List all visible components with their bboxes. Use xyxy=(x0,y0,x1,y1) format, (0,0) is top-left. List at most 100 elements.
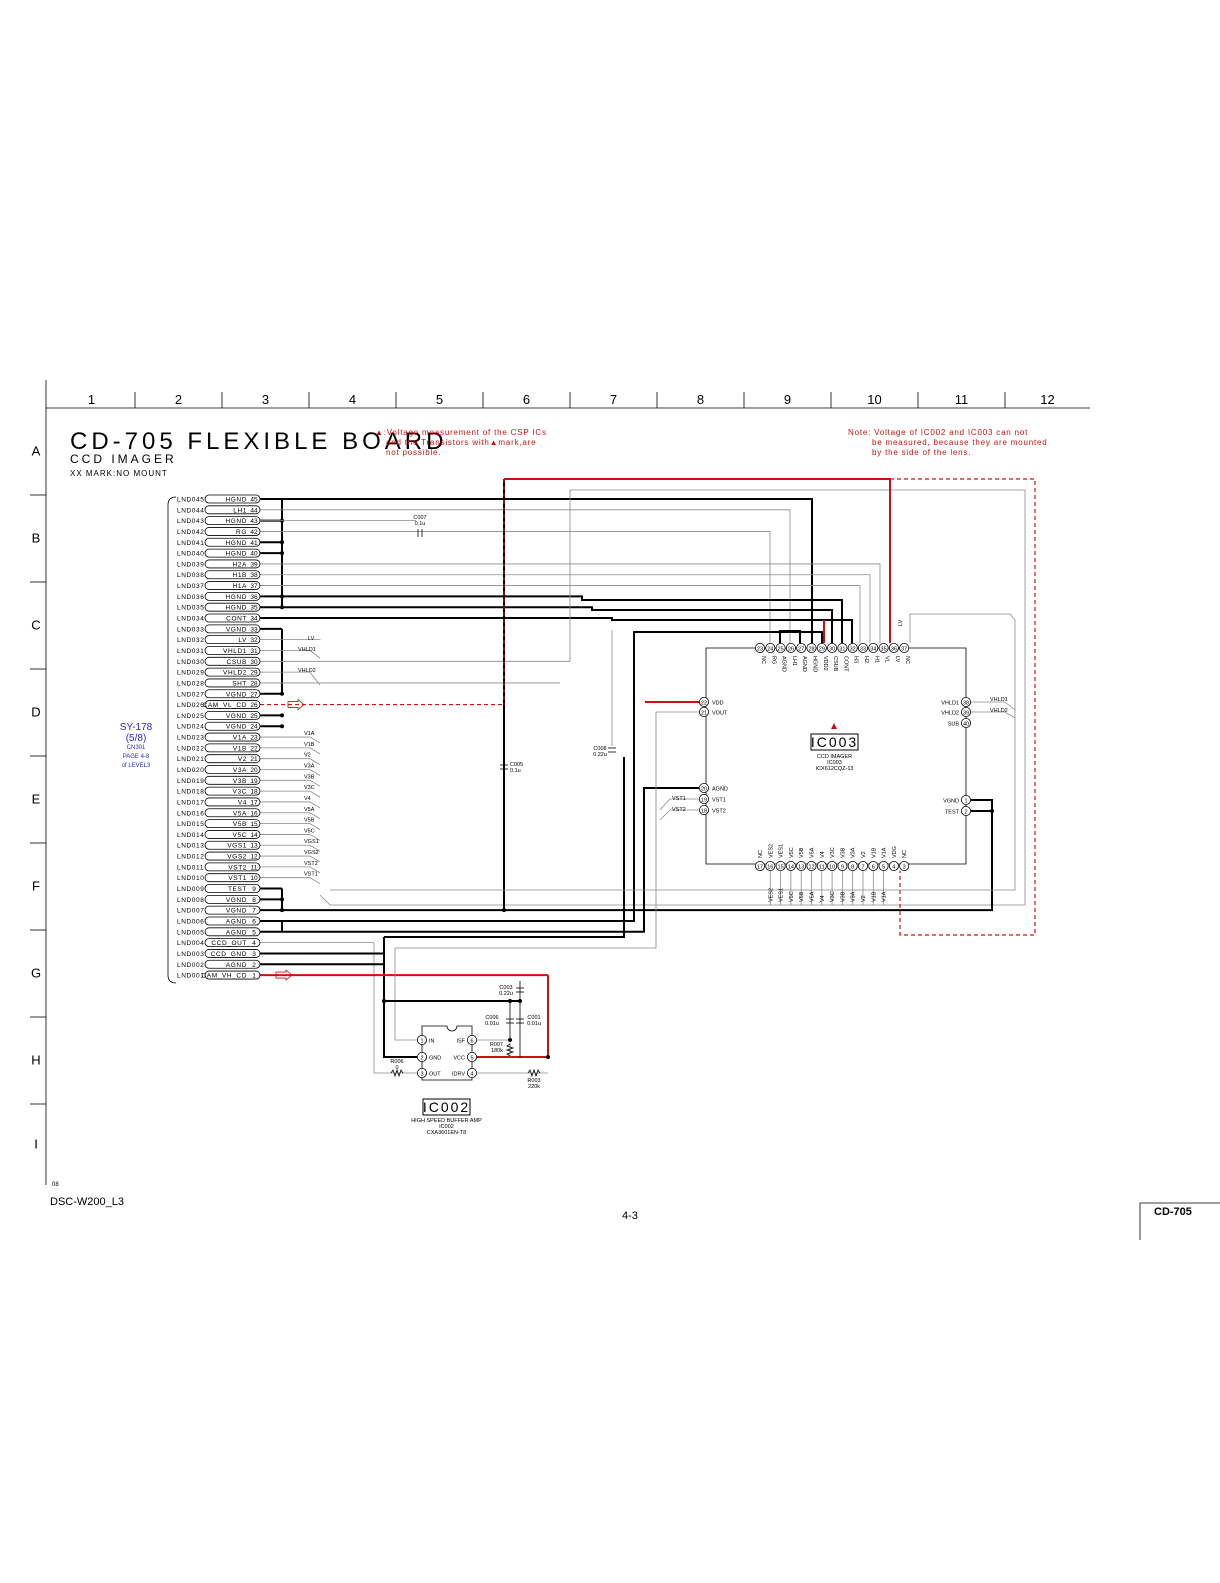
wire-hgnd-b xyxy=(282,595,843,643)
ic003-bottom-net: V5B xyxy=(799,891,805,902)
ic003-pin xyxy=(755,861,766,872)
connector-land-label: LND019 xyxy=(177,778,204,785)
ic003-bottom-net: V2 xyxy=(861,895,867,902)
connector-pin-number: 12 xyxy=(250,854,258,861)
connector-pin-name: SHT xyxy=(232,680,247,687)
ic003-pin xyxy=(755,643,766,654)
connector-pin-number: 35 xyxy=(250,605,258,612)
connector-pin-name: V3C xyxy=(233,789,247,796)
connector-pin-name: V3A xyxy=(233,767,247,774)
ic003-pin-name: NC xyxy=(758,850,764,858)
ic003-bottom-net: V5A xyxy=(810,891,816,902)
ic003-pin xyxy=(765,861,776,872)
connector-pin-body xyxy=(204,537,261,547)
column-label: 10 xyxy=(867,392,881,407)
connector-pin-number: 37 xyxy=(250,583,258,590)
connector-pin-number: 30 xyxy=(250,659,258,666)
connector-land-label: LND043 xyxy=(177,518,204,525)
wire-vclk xyxy=(260,801,321,809)
connector-pin-name: VGND xyxy=(226,908,247,915)
connector-pin-name: V4 xyxy=(238,799,247,806)
ic003-pin xyxy=(699,707,710,718)
warning-line: not possible. xyxy=(386,448,442,457)
row-label: H xyxy=(31,1053,40,1068)
ic003-pin-name: V1A xyxy=(882,847,888,858)
connector-pin-number: 9 xyxy=(252,886,256,893)
connector-pin-number: 39 xyxy=(250,561,258,568)
net-label-vclk: V5B xyxy=(304,818,315,824)
connector-land-label: LND035 xyxy=(177,605,204,612)
connector-land-label: LND044 xyxy=(177,507,204,514)
ic003-pin-number: 24 xyxy=(767,646,773,652)
ic002-label: IC002 xyxy=(423,1099,470,1115)
r006-value: 0 xyxy=(395,1065,398,1071)
connector-pin-body xyxy=(204,581,261,590)
connector-pin-number: 38 xyxy=(250,572,258,579)
ic003-pin xyxy=(899,861,910,872)
connector-bracket xyxy=(167,496,177,984)
connector-pin-number: 11 xyxy=(251,864,258,871)
connector-pin-name: LV xyxy=(238,637,247,644)
connector-pin-body xyxy=(204,970,261,980)
connector-pin-name: VST2 xyxy=(228,864,247,871)
ic003-desc: ICX612CQZ-13 xyxy=(816,766,854,772)
connector-pin-number: 13 xyxy=(250,843,258,850)
net-label-vhld1: VHLD1 xyxy=(298,647,316,653)
connector-pin-name: V5C xyxy=(233,832,247,839)
ic003-pin xyxy=(847,643,858,654)
connector-pin-name: V2 xyxy=(238,756,247,763)
ic003-bottom-net: V3C xyxy=(830,891,836,902)
connector-land-label: LND008 xyxy=(177,897,204,904)
connector-pin-name: HGND xyxy=(225,551,247,558)
ic003-pin-name: NC xyxy=(902,850,908,858)
connector-land-label: LND040 xyxy=(177,551,204,558)
ic003-pin xyxy=(847,861,858,872)
r003-ref: R003 xyxy=(527,1078,540,1084)
ic003-pin-name: VOUT xyxy=(712,710,728,716)
connector-pin-name: TEST xyxy=(228,886,247,893)
ic003-pin-name: VGND xyxy=(943,798,959,804)
arrow-icon xyxy=(275,969,293,981)
ic002-pin-number: 2 xyxy=(420,1055,423,1061)
net-label-vclk: V5C xyxy=(304,828,315,834)
net-label-vclk: VST1 xyxy=(304,872,318,878)
c003-ref: C003 xyxy=(499,985,512,991)
ic003-pin-number: 21 xyxy=(701,710,707,716)
wire-agnd xyxy=(260,919,283,933)
ic003-pin-name: VHLD1 xyxy=(941,700,959,706)
connector-pin-number: 8 xyxy=(252,897,256,904)
ic003-pin-number: 33 xyxy=(860,646,866,652)
connector-land-label: LND014 xyxy=(177,832,204,839)
connector-land-label: LND027 xyxy=(177,691,204,698)
connector-pin-name: V5B xyxy=(233,821,247,828)
connector-pin-name: VGND xyxy=(226,626,247,633)
ic003-pin xyxy=(785,861,796,872)
connector-pin-body xyxy=(204,894,261,904)
c008-value: 0.22u xyxy=(593,752,607,758)
connector-pin-name: HGND xyxy=(225,497,247,504)
ic003-pin-number: 8 xyxy=(851,864,854,870)
connector-pin-name: RG xyxy=(236,529,247,536)
c007-value: 0.1u xyxy=(415,521,426,527)
connector-pin-number: 14 xyxy=(250,832,258,839)
ic003-pin xyxy=(961,718,972,729)
model-label: DSC-W200_L3 xyxy=(50,1196,124,1208)
ic003-pin-number: 38 xyxy=(963,700,969,706)
ic003-pin-number: 36 xyxy=(891,646,897,652)
connector-pin-name: V1A xyxy=(233,735,247,742)
connector-pin-body xyxy=(204,830,261,839)
row-label: C xyxy=(31,618,40,633)
connector-pin-name: VST1 xyxy=(228,875,247,882)
connector-land-label: LND004 xyxy=(177,940,204,947)
connector-land-label: LND005 xyxy=(177,929,204,936)
connector-land-label: LND009 xyxy=(177,886,204,893)
connector-pin-name: CONT xyxy=(226,616,247,623)
connector-pin-number: 41 xyxy=(250,540,258,547)
wire-hgnd xyxy=(260,498,813,643)
ref-connector: CN301 xyxy=(126,745,146,751)
ic003-pin-name: VST2 xyxy=(712,808,726,814)
connector-pin-body xyxy=(204,527,261,536)
connector-land-label: LND016 xyxy=(177,810,204,817)
